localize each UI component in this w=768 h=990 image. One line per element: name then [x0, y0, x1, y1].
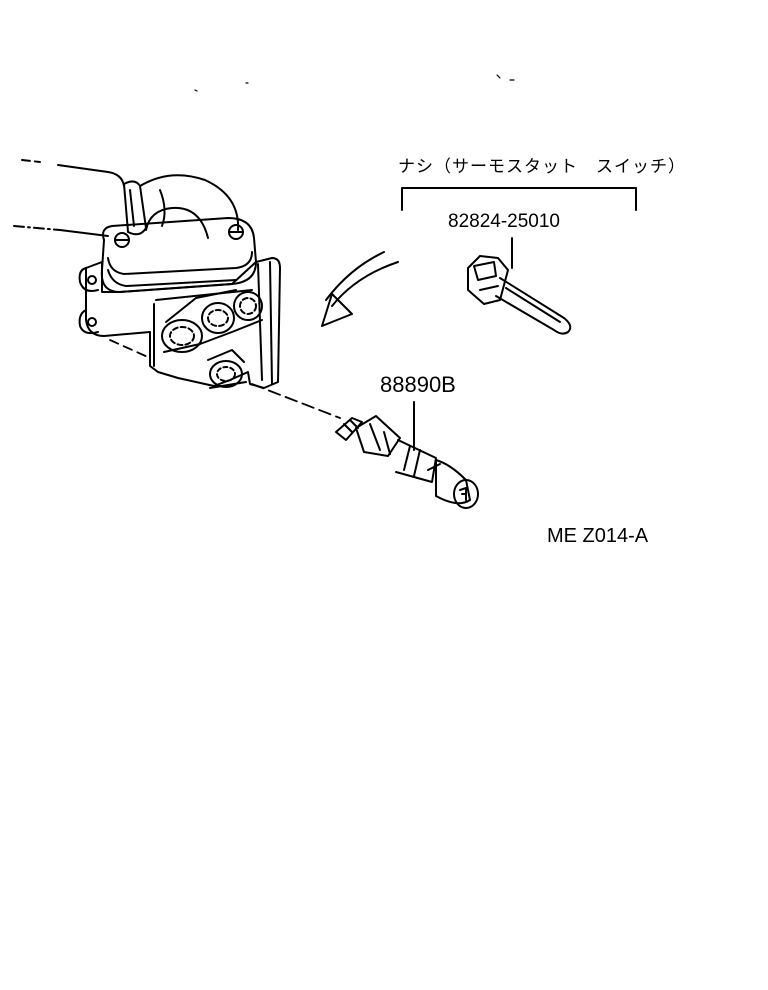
hose-lower-line [59, 229, 109, 237]
housing-ear-lower [78, 309, 99, 335]
elbow-neck [139, 174, 240, 231]
hose-upper-edge [21, 159, 41, 163]
install-arrow [321, 251, 399, 327]
not-supplied-label: ナシ（サーモスタット スイッチ） [398, 157, 686, 177]
thermostat-switch [467, 237, 572, 335]
hose-lower-edge [13, 225, 61, 231]
plug-part-number: 88890B [380, 372, 456, 397]
diagram-code: ME Z014-A [547, 525, 649, 547]
plug-boss [207, 349, 247, 389]
port-row [161, 289, 263, 353]
thermostat-switch-part-number: 82824-25010 [448, 211, 560, 232]
water-outlet-housing [13, 159, 281, 389]
switch-connector-body [467, 255, 509, 305]
drain-plug [335, 401, 479, 509]
housing-ear-upper [78, 267, 99, 292]
not-supplied-bracket [401, 187, 637, 211]
switch-probe [495, 277, 572, 335]
hose-upper-line [57, 164, 125, 187]
hose-clamp [123, 180, 147, 236]
scan-specks [194, 74, 515, 92]
installation-leader-2 [251, 383, 341, 419]
installation-leader [109, 339, 151, 359]
